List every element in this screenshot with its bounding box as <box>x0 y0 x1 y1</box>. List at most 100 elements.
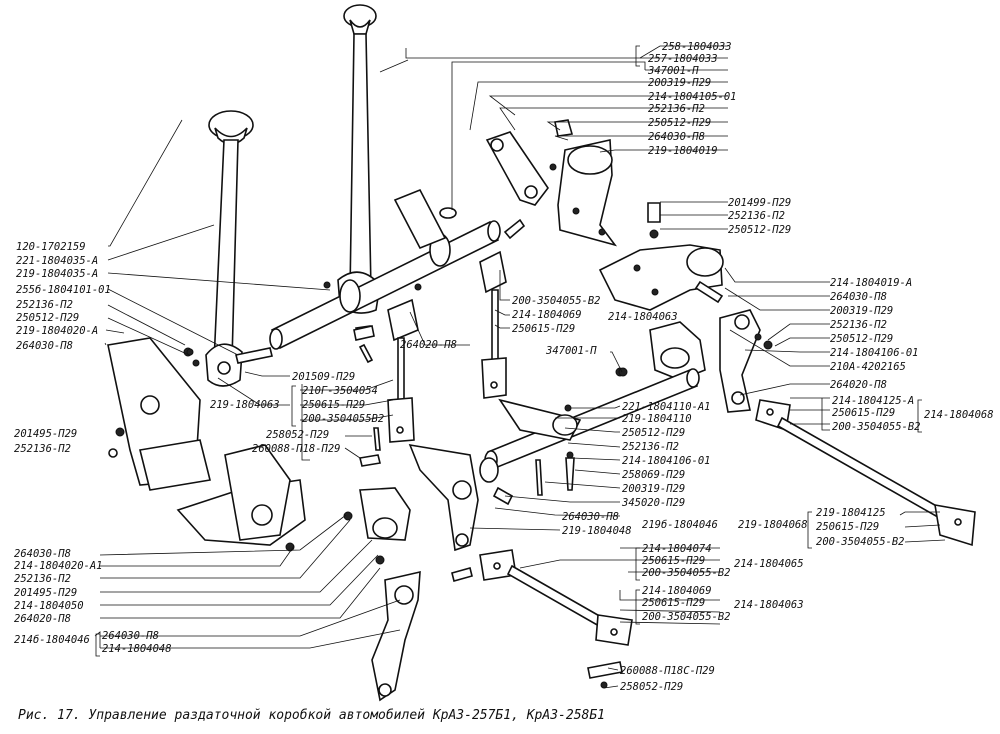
lever-219-1804048 <box>408 443 514 552</box>
label-250615-p29-f: 250615-П29 <box>642 597 705 609</box>
label-214-1804125-a: 214-1804125-А <box>832 395 914 407</box>
label-258052-p29: 258052-П29 <box>266 429 329 441</box>
rod-214-1804068 <box>755 399 976 547</box>
label-250615-p29-d: 250615-П29 <box>816 521 879 533</box>
main-shaft <box>269 188 501 350</box>
label-264020-p8: 264020-П8 <box>830 379 887 391</box>
label-219-1804019: 219-1804019 <box>648 145 718 157</box>
label-264020-p8-c: 264020-П8 <box>14 613 71 625</box>
lower-left-bracket <box>176 444 306 552</box>
label-214-1804065: 214-1804065 <box>734 558 804 570</box>
shift-lever-right <box>337 4 381 314</box>
label-258-1804033: 258-1804033 <box>662 41 732 53</box>
secondary-shaft <box>484 368 700 470</box>
label-214-1804069-b: 214-1804069 <box>642 585 712 597</box>
label-214-1804020-a1: 214-1804020-А1 <box>14 560 103 572</box>
label-250512-p29: 250512-П29 <box>648 117 711 129</box>
callout-labels: 258-1804033 257-1804033 347001-П 200319-… <box>14 41 994 693</box>
shift-lever-left <box>205 110 254 387</box>
lever-214b-1804046 <box>343 487 473 702</box>
label-221-1804110-a1: 221-1804110-А1 <box>622 401 711 413</box>
label-252136-p2-b: 252136-П2 <box>728 210 785 222</box>
label-120-1702159: 120-1702159 <box>16 241 86 253</box>
label-219-1804110: 219-1804110 <box>622 413 692 425</box>
label-219-1804063: 219-1804063 <box>210 399 280 411</box>
label-214-1804106-01-b: 214-1804106-01 <box>622 455 711 467</box>
label-219-1804035-a: 219-1804035-А <box>16 268 98 280</box>
label-250615-p29-c: 250615-П29 <box>302 399 365 411</box>
label-214-1804105-01: 214-1804105-01 <box>648 91 737 103</box>
label-210g-3504054: 210Г-3504054 <box>302 385 378 397</box>
label-219-1804068: 219-1804068 <box>738 519 808 531</box>
label-200319-p29-c: 200319-П29 <box>622 483 685 495</box>
label-264030-p8-f: 264030-П8 <box>102 630 159 642</box>
label-200319-p29: 200319-П29 <box>648 77 711 89</box>
label-219-1804048: 219-1804048 <box>562 525 632 537</box>
label-250615-p29-e: 250615-П29 <box>642 555 705 567</box>
figure-caption: Рис. 17. Управление раздаточной коробкой… <box>18 708 605 723</box>
rod-214-1804069 <box>479 218 526 399</box>
label-264030-p8-e: 264030-П8 <box>14 548 71 560</box>
label-264030-p8-d: 264030-П8 <box>562 511 619 523</box>
label-221-1804035-a: 221-1804035-А <box>16 255 98 267</box>
label-210a-4202165: 210А-4202165 <box>830 361 906 373</box>
label-200-3504055-v2-c: 200-3504055-В2 <box>816 536 905 548</box>
lever-214-1804105 <box>485 119 574 206</box>
label-219-1804020-a: 219-1804020-А <box>16 325 98 337</box>
label-201499-p29: 201499-П29 <box>728 197 791 209</box>
bracket-214-1804063 <box>615 321 706 381</box>
parts-drawing <box>107 4 976 702</box>
label-214-1804068: 214-1804068 <box>924 409 994 421</box>
left-bracket <box>107 337 211 491</box>
label-252136-p2: 252136-П2 <box>648 103 705 115</box>
label-347001-p: 347001-П <box>647 65 699 77</box>
label-250512-p29-d: 250512-П29 <box>16 312 79 324</box>
label-252136-p2-f: 252136-П2 <box>14 443 71 455</box>
label-258052-p29-b: 258052-П29 <box>620 681 683 693</box>
label-252136-p2-d: 252136-П2 <box>16 299 73 311</box>
label-250615-p29: 250615-П29 <box>832 407 895 419</box>
label-252136-p2-g: 252136-П2 <box>14 573 71 585</box>
label-214-1804048: 214-1804048 <box>102 643 172 655</box>
center-pins <box>535 451 575 496</box>
label-264030-p8: 264030-П8 <box>648 131 705 143</box>
label-250512-p29-e: 250512-П29 <box>622 427 685 439</box>
label-214-1804069: 214-1804069 <box>512 309 582 321</box>
label-250615-p29-b: 250615-П29 <box>512 323 575 335</box>
group-brackets <box>95 45 922 657</box>
label-252136-p2-c: 252136-П2 <box>830 319 887 331</box>
label-345020-p29: 345020-П29 <box>621 497 685 509</box>
bracket-214-1804019-a <box>598 202 724 311</box>
label-201495-p29: 201495-П29 <box>14 428 77 440</box>
label-264030-p8-b: 264030-П8 <box>830 291 887 303</box>
label-201495-p29-b: 201495-П29 <box>14 587 77 599</box>
pin-260088 <box>587 661 623 689</box>
rod-214-1804065 <box>479 549 633 646</box>
label-252136-p2-e: 252136-П2 <box>622 441 679 453</box>
label-214b-1804046: 214б-1804046 <box>14 634 90 646</box>
label-214-1804063: 214-1804063 <box>608 311 678 323</box>
label-219-1804125: 219-1804125 <box>816 507 886 519</box>
label-264030-p8-c: 264030-П8 <box>16 340 73 352</box>
label-264020-p8-b: 264020-П8 <box>400 339 457 351</box>
lever-214-1804106-01 <box>694 280 773 413</box>
label-219b-1804046: 219б-1804046 <box>642 519 718 531</box>
label-214-1804050: 214-1804050 <box>14 600 84 612</box>
label-260088-p18-p29: 260088-П18-П29 <box>252 443 341 455</box>
label-214-1804106-01: 214-1804106-01 <box>830 347 919 359</box>
label-255b-1804101-01: 255б-1804101-01 <box>16 284 111 296</box>
label-260088-p18s-p29: 260088-П18С-П29 <box>620 665 715 677</box>
label-214-1804074: 214-1804074 <box>642 543 712 555</box>
label-214-1804063-b: 214-1804063 <box>734 599 804 611</box>
label-250512-p29-c: 250512-П29 <box>830 333 893 345</box>
label-250512-p29-b: 250512-П29 <box>728 224 791 236</box>
label-214-1804019-a: 214-1804019-А <box>830 277 912 289</box>
label-201509-p29: 201509-П29 <box>292 371 355 383</box>
label-200319-p29-b: 200319-П29 <box>830 305 893 317</box>
bracket-219-1804019 <box>557 139 618 247</box>
label-258069-p29: 258069-П29 <box>622 469 685 481</box>
rod-210g-3504054 <box>353 283 422 467</box>
label-200-3504055-v2-d: 200-3504055-В2 <box>642 567 731 579</box>
label-200-3504055-v2-b: 200-3504055-В2 <box>512 295 601 307</box>
